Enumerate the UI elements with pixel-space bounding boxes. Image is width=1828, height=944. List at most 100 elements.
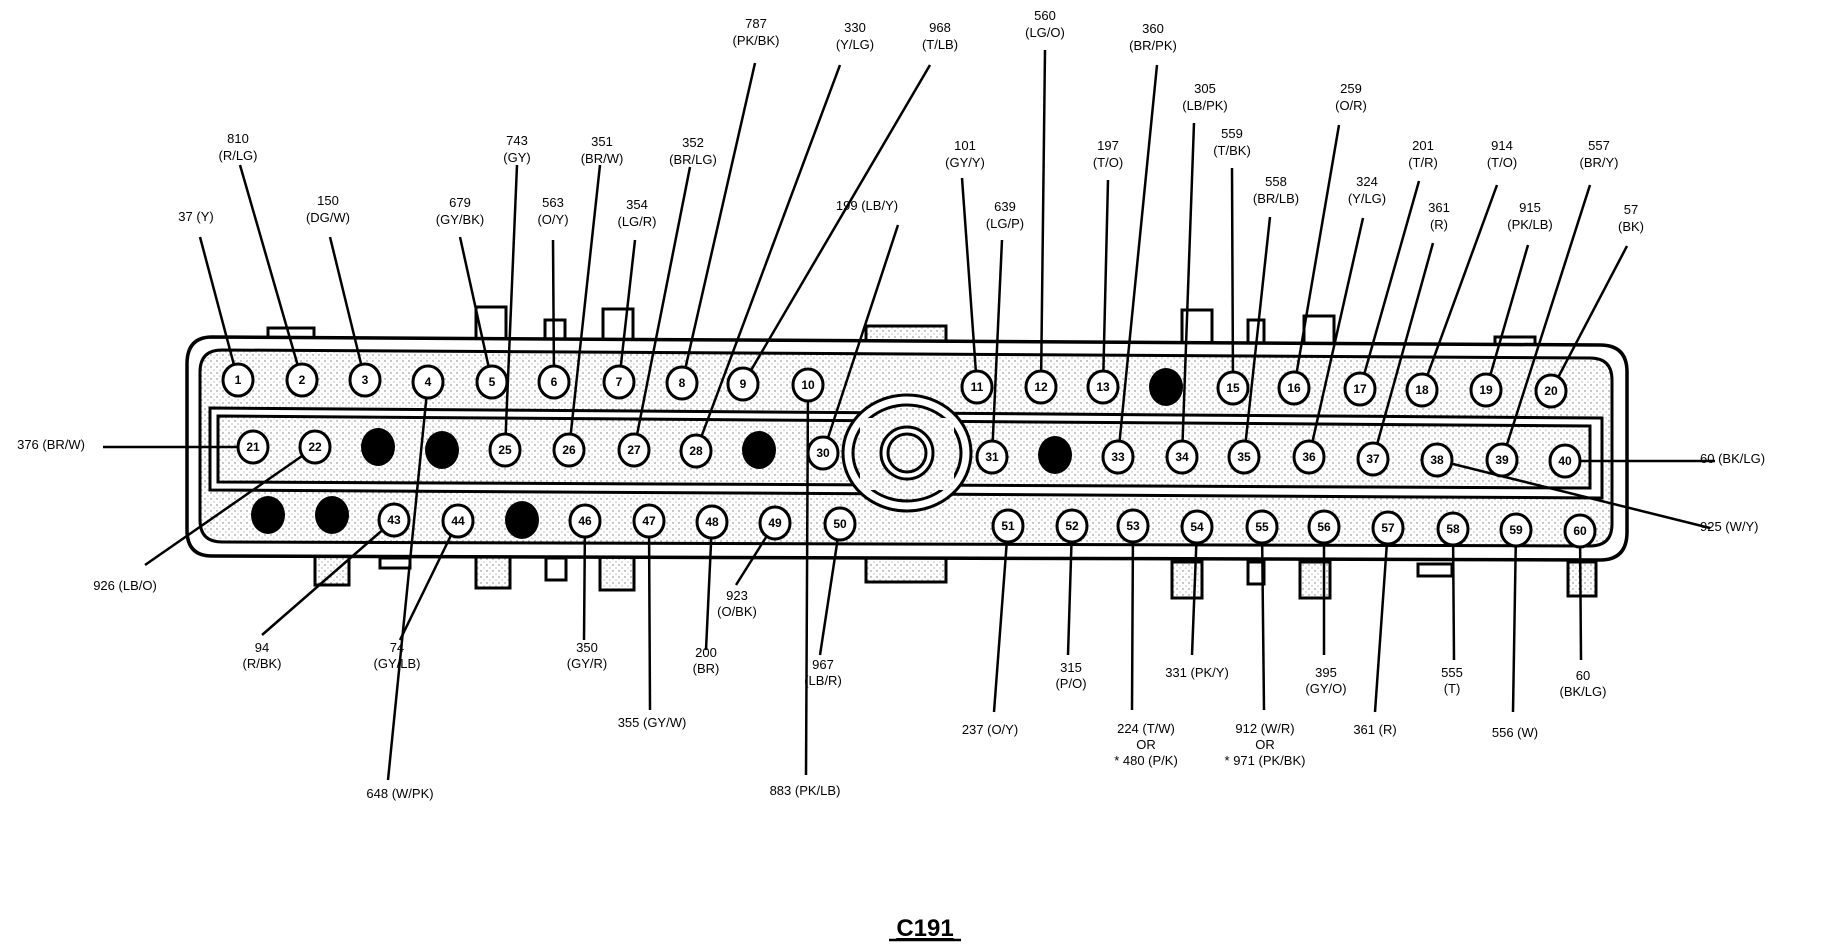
pin-13: 13 bbox=[1086, 369, 1120, 405]
pin-number: 27 bbox=[627, 443, 641, 457]
pin-36: 36 bbox=[1292, 439, 1326, 475]
pin-circle bbox=[1356, 441, 1390, 477]
wire-labels: 37 (Y)810(R/LG)150(DG/W)679(GY/BK)743(GY… bbox=[17, 8, 1765, 801]
wire-label-pin-53: 224 (T/W)OR* 480 (P/K) bbox=[1114, 721, 1178, 768]
pin-circle bbox=[221, 362, 255, 398]
pin-circle bbox=[960, 369, 994, 405]
leader-line-pin-48 bbox=[704, 521, 714, 651]
pin-number: 56 bbox=[1317, 520, 1331, 534]
pin-circle bbox=[1292, 439, 1326, 475]
leader-line-pin-44 bbox=[398, 520, 460, 641]
wire-label-line: (Y/LG) bbox=[1348, 191, 1386, 206]
wire-label-line: (GY/R) bbox=[567, 656, 607, 671]
wire-label-line: (BR/W) bbox=[581, 151, 624, 166]
wire-label-line: 926 (LB/O) bbox=[93, 578, 157, 593]
pin-circle bbox=[552, 432, 586, 468]
wire-label-pin-60: 60(BK/LG) bbox=[1560, 668, 1607, 699]
pin-number: 5 bbox=[489, 375, 496, 389]
pin-40: 40 bbox=[1548, 443, 1582, 479]
pin-circle bbox=[1307, 509, 1341, 545]
wire-label-pin-43: 94(R/BK) bbox=[243, 640, 282, 671]
leader-line-pin-58 bbox=[1451, 528, 1456, 661]
wire-label-pin-38: 925 (W/Y) bbox=[1700, 519, 1759, 534]
pin-18: 18 bbox=[1405, 372, 1439, 408]
wire-label-line: 101 bbox=[954, 138, 976, 153]
plugged-cavity-41 bbox=[251, 496, 285, 534]
pin-31: 31 bbox=[975, 439, 1009, 475]
pin-55: 55 bbox=[1245, 509, 1279, 545]
wire-label-line: 810 bbox=[227, 131, 249, 146]
pin-9: 9 bbox=[726, 366, 760, 402]
pin-circle bbox=[1371, 510, 1405, 546]
leader-line-pin-34 bbox=[1180, 122, 1196, 458]
pin-34: 34 bbox=[1165, 439, 1199, 475]
wire-label-pin-26: 351(BR/W) bbox=[581, 134, 624, 166]
wire-label-pin-50: 967(LB/R) bbox=[804, 657, 842, 688]
wire-label-line: 197 bbox=[1097, 138, 1119, 153]
wire-label-pin-1: 37 (Y) bbox=[178, 209, 213, 224]
pin-circle bbox=[806, 435, 840, 471]
wire-label-line: 558 bbox=[1265, 174, 1287, 189]
leader-line-pin-13 bbox=[1101, 179, 1110, 388]
wire-label-line: 555 bbox=[1441, 665, 1463, 680]
wire-label-line: 563 bbox=[542, 195, 564, 210]
leader-line-pin-35 bbox=[1242, 216, 1272, 458]
leader-line-pin-4 bbox=[386, 381, 430, 781]
wire-label-pin-39: 557(BR/Y) bbox=[1580, 138, 1619, 170]
leader-line-pin-17 bbox=[1358, 180, 1421, 390]
wire-label-line: 150 bbox=[317, 193, 339, 208]
wire-label-line: 352 bbox=[682, 135, 704, 150]
wire-label-line: (BR) bbox=[693, 661, 720, 676]
wire-label-line: (T/LB) bbox=[922, 37, 958, 52]
pin-number: 47 bbox=[642, 514, 656, 528]
pin-8: 8 bbox=[665, 365, 699, 401]
wire-label-pin-30: 199 (LB/Y) bbox=[836, 198, 898, 213]
wire-label-line: 883 (PK/LB) bbox=[770, 783, 841, 798]
pin-circle bbox=[823, 506, 857, 542]
wire-label-pin-3: 150(DG/W) bbox=[306, 193, 350, 225]
wire-label-pin-57: 361 (R) bbox=[1353, 722, 1396, 737]
wire-label-line: (BR/LB) bbox=[1253, 191, 1299, 206]
plugged-cavity-14 bbox=[1149, 368, 1183, 406]
wire-label-pin-34: 305(LB/PK) bbox=[1182, 81, 1228, 113]
pin-43: 43 bbox=[377, 502, 411, 538]
wire-label-line: (PK/BK) bbox=[733, 33, 780, 48]
wire-label-line: 556 (W) bbox=[1492, 725, 1538, 740]
leader-line-pin-8 bbox=[680, 62, 757, 384]
pin-52: 52 bbox=[1055, 508, 1089, 544]
pin-number: 31 bbox=[985, 450, 999, 464]
pin-circle bbox=[679, 433, 713, 469]
pin-circle bbox=[1086, 369, 1120, 405]
pin-circle bbox=[1548, 443, 1582, 479]
wire-label-pin-5: 679(GY/BK) bbox=[436, 195, 484, 227]
leader-line-pin-47 bbox=[647, 520, 652, 711]
pin-33: 33 bbox=[1101, 439, 1135, 475]
pin-4: 4 bbox=[411, 364, 445, 400]
wire-label-pin-28: 330(Y/LG) bbox=[836, 20, 874, 52]
pin-circle bbox=[1420, 442, 1454, 478]
wire-label-line: (LB/PK) bbox=[1182, 98, 1228, 113]
wire-label-line: 355 (GY/W) bbox=[618, 715, 687, 730]
pin-12: 12 bbox=[1024, 369, 1058, 405]
wire-label-line: (T/O) bbox=[1093, 155, 1123, 170]
plugged-cavity-45 bbox=[505, 501, 539, 539]
pin-number: 59 bbox=[1509, 523, 1523, 537]
pin-10: 10 bbox=[791, 367, 825, 403]
wire-label-pin-27: 352(BR/LG) bbox=[669, 135, 717, 167]
wire-label-line: 60 (BK/LG) bbox=[1700, 451, 1765, 466]
leader-line-pin-54 bbox=[1190, 526, 1199, 656]
wire-label-pin-22: 926 (LB/O) bbox=[93, 578, 157, 593]
leader-line-pin-60 bbox=[1578, 530, 1583, 661]
pin-circle bbox=[1405, 372, 1439, 408]
pin-circle bbox=[791, 367, 825, 403]
leader-line-pin-11 bbox=[960, 177, 979, 388]
wire-label-line: 224 (T/W) bbox=[1117, 721, 1175, 736]
wire-label-line: 259 bbox=[1340, 81, 1362, 96]
pin-circle bbox=[568, 503, 602, 539]
pin-circle bbox=[665, 365, 699, 401]
pin-number: 34 bbox=[1175, 450, 1189, 464]
plugged-cavity-29 bbox=[742, 431, 776, 469]
wire-label-line: 315 bbox=[1060, 660, 1082, 675]
pin-circle bbox=[298, 429, 332, 465]
wire-label-line: (O/R) bbox=[1335, 98, 1367, 113]
